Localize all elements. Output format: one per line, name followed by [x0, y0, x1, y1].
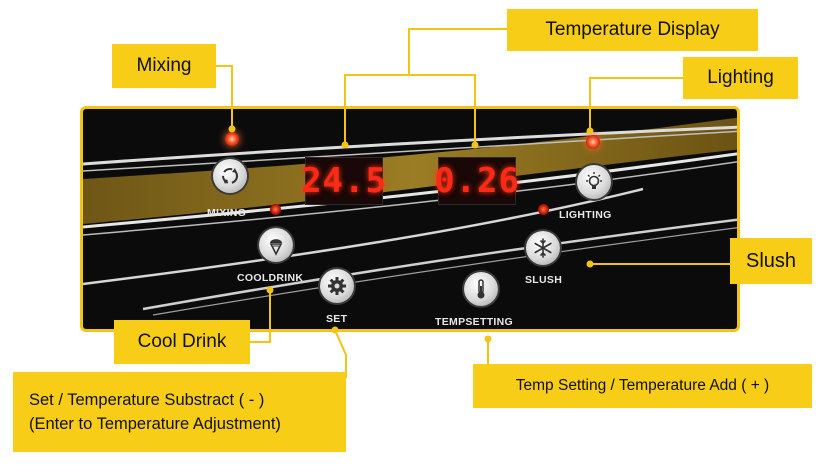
callout-mixing-text: Mixing: [136, 55, 192, 76]
callout-lighting-text: Lighting: [707, 67, 774, 88]
callout-cool-drink-text: Cool Drink: [137, 331, 227, 352]
temperature-display-right: 0.26: [434, 157, 519, 205]
callout-set: Set / Temperature Substract ( - ) (Enter…: [13, 372, 346, 452]
lighting-button[interactable]: [577, 165, 611, 199]
callout-set-text: Set / Temperature Substract ( - ) (Enter…: [29, 391, 281, 433]
mixing-label: MIXING: [207, 207, 247, 219]
tempsetting-label: TEMPSETTING: [435, 316, 513, 328]
mixing-button[interactable]: [213, 159, 247, 193]
slush-label: SLUSH: [525, 274, 563, 286]
callout-temp-setting: Temp Setting / Temperature Add ( + ): [473, 364, 812, 408]
temperature-display-left: 24.5: [301, 157, 386, 205]
panel-swoosh-background: [83, 117, 737, 316]
thermometer-icon: [477, 279, 485, 299]
gear-icon: [328, 277, 346, 295]
cycle-arrows-icon: [222, 168, 238, 184]
light-bulb-icon: [586, 172, 602, 189]
slush-button[interactable]: [526, 231, 560, 265]
cooldrink-label: COOLDRINK: [237, 272, 304, 284]
lighting-label: LIGHTING: [559, 209, 612, 221]
callout-temperature-display: Temperature Display: [507, 9, 758, 51]
slush-status-led: [538, 204, 549, 215]
lighting-indicator-led: [586, 135, 600, 149]
tempsetting-button[interactable]: [464, 272, 498, 306]
control-panel: 24.5 0.26: [80, 106, 740, 332]
callout-temperature-display-text: Temperature Display: [545, 19, 720, 40]
ice-cream-icon: [269, 239, 283, 256]
cooldrink-button[interactable]: [259, 228, 293, 262]
snowflake-icon: [534, 238, 552, 258]
mixing-indicator-led: [225, 132, 239, 146]
callout-slush: Slush: [730, 238, 812, 284]
callout-cool-drink: Cool Drink: [114, 320, 250, 364]
callout-slush-text: Slush: [745, 249, 797, 272]
callout-mixing: Mixing: [112, 44, 216, 88]
set-button[interactable]: [320, 269, 354, 303]
cooldrink-status-led: [270, 204, 281, 215]
set-label: SET: [326, 313, 348, 325]
callout-lighting: Lighting: [683, 57, 798, 99]
callout-temp-setting-text: Temp Setting / Temperature Add ( + ): [515, 377, 770, 394]
